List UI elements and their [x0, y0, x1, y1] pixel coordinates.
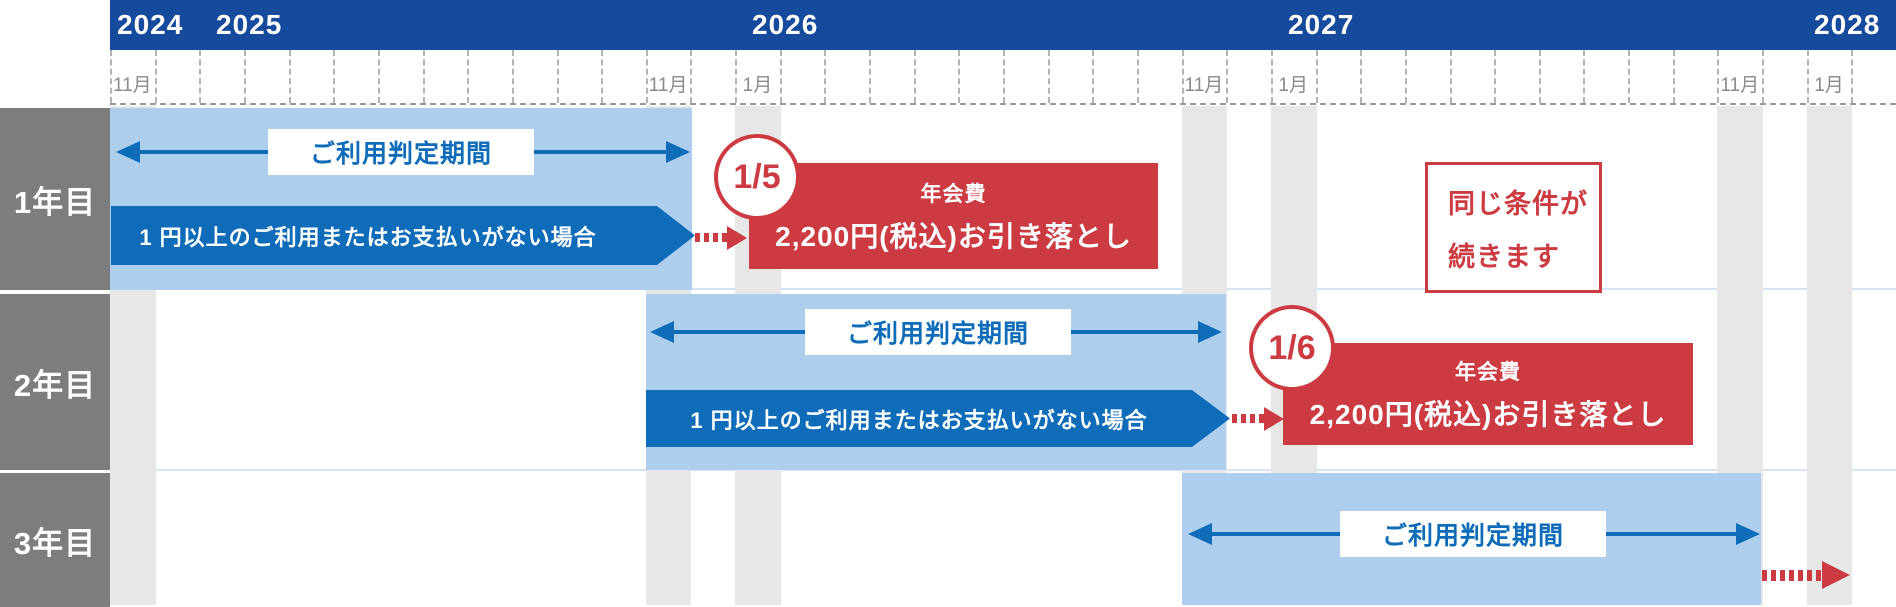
month-tick: [1226, 50, 1229, 103]
month-label: 11月: [648, 75, 688, 96]
month-tick: [1717, 50, 1720, 103]
month-tick: [735, 50, 738, 103]
arrow-head-right-icon: [666, 141, 690, 163]
year-label-2025: 2025: [216, 9, 283, 40]
month-tick: [511, 50, 514, 103]
month-label: 11月: [1720, 75, 1760, 96]
month-tick: [1315, 50, 1318, 103]
judgment-label-year2-text: ご利用判定期間: [846, 320, 1029, 348]
month-tick: [645, 50, 648, 103]
year-label-2024: 2024: [117, 9, 184, 40]
note-box-line1: 同じ条件が: [1448, 188, 1588, 219]
judgment-label-year1: ご利用判定期間: [268, 129, 534, 175]
fee-date-year1-text: 1/5: [733, 157, 781, 196]
condition-banner-year1: 1 円以上のご利用またはお支払いがない場合: [111, 206, 695, 265]
fee-dashed-arrow-year2: [1232, 414, 1265, 423]
judgment-label-year1-text: ご利用判定期間: [309, 140, 492, 168]
month-tick: [1851, 50, 1854, 103]
month-tick: [1360, 50, 1363, 103]
arrow-head-right-icon: [1198, 321, 1222, 343]
month-tick: [1136, 50, 1139, 103]
month-tick: [1806, 50, 1809, 103]
month-tick: [1092, 50, 1095, 103]
month-tick: [1583, 50, 1586, 103]
arrow-head-left-icon: [116, 141, 140, 163]
row-separator-line: [110, 469, 1896, 471]
note-box-line2: 続きます: [1448, 241, 1560, 272]
month-tick: [601, 50, 604, 103]
month-label: 11月: [112, 75, 152, 96]
month-tick: [1762, 50, 1765, 103]
fee-dashed-arrowhead-year2-icon: [1264, 407, 1284, 431]
row-label-year1-text: 1年目: [13, 184, 97, 220]
row-label-year2: 2年目: [0, 294, 110, 470]
judgment-label-year2: ご利用判定期間: [805, 309, 1071, 355]
fee-title-year2: 年会費: [1455, 360, 1521, 384]
fee-amount-year1: 2,200円(税込)お引き落とし: [775, 220, 1132, 252]
month-tick: [199, 50, 202, 103]
month-tick: [1628, 50, 1631, 103]
month-tick: [467, 50, 470, 103]
fee-dashed-arrow-year1: [695, 233, 728, 242]
month-tick: [1404, 50, 1407, 103]
row-separator-line: [110, 288, 1896, 290]
fee-date-badge-year1: 1/5: [714, 134, 800, 220]
row-label-year3: 3年目: [0, 473, 110, 607]
continuation-arrowhead-icon: [1822, 561, 1850, 589]
month-tick: [154, 50, 157, 103]
month-tick: [556, 50, 559, 103]
arrow-head-left-icon: [650, 321, 674, 343]
month-tick: [243, 50, 246, 103]
fee-date-year2-text: 1/6: [1268, 328, 1316, 367]
condition-banner-year2: 1 円以上のご利用またはお支払いがない場合: [646, 390, 1230, 447]
row-label-year2-text: 2年目: [13, 367, 97, 403]
month-tick: [288, 50, 291, 103]
month-tick: [1047, 50, 1050, 103]
year-label-2027: 2027: [1288, 9, 1355, 40]
month-tick: [1181, 50, 1184, 103]
arrow-head-right-icon: [1736, 523, 1760, 545]
month-tick: [333, 50, 336, 103]
row-label-year3-text: 3年目: [13, 525, 97, 561]
arrow-head-left-icon: [1188, 523, 1212, 545]
fee-dashed-arrowhead-year1-icon: [727, 226, 747, 250]
month-tick: [690, 50, 693, 103]
month-label: 1月: [1278, 75, 1308, 96]
fee-date-badge-year2: 1/6: [1249, 305, 1335, 391]
fee-box-year2: 年会費 2,200円(税込)お引き落とし: [1283, 343, 1693, 445]
months-baseline: [110, 103, 1896, 105]
timeline-header: [110, 0, 1896, 50]
month-tick: [869, 50, 872, 103]
month-tick: [1494, 50, 1497, 103]
condition-banner-year1-text: 1 円以上のご利用またはお支払いがない場合: [139, 224, 597, 250]
year-label-2028: 2028: [1814, 9, 1881, 40]
month-tick: [1003, 50, 1005, 103]
month-tick: [110, 50, 112, 103]
fee-title-year1: 年会費: [920, 182, 987, 206]
month-tick: [1270, 50, 1273, 103]
year-label-2026: 2026: [752, 9, 819, 40]
highlight-month-stripe: [1806, 106, 1853, 605]
judgment-label-year3-text: ご利用判定期間: [1381, 522, 1564, 550]
row-label-year1: 1年目: [0, 108, 110, 290]
month-tick: [1672, 50, 1675, 103]
month-tick: [824, 50, 827, 103]
month-label: 1月: [742, 75, 773, 96]
month-tick: [913, 50, 916, 103]
month-tick: [1538, 50, 1541, 103]
note-box: 同じ条件が 続きます: [1425, 162, 1602, 293]
judgment-label-year3: ご利用判定期間: [1340, 511, 1606, 557]
continuation-dashed-arrow: [1762, 570, 1823, 581]
fee-amount-year2: 2,200円(税込)お引き落とし: [1309, 398, 1667, 430]
month-tick: [377, 50, 380, 103]
month-tick: [1449, 50, 1452, 103]
month-tick: [958, 50, 961, 103]
month-tick: [779, 50, 782, 103]
month-label: 11月: [1184, 75, 1224, 96]
month-tick: [422, 50, 425, 103]
month-label: 1月: [1814, 75, 1844, 96]
fee-box-year1: 年会費 2,200円(税込)お引き落とし: [749, 163, 1158, 269]
condition-banner-year2-text: 1 円以上のご利用またはお支払いがない場合: [690, 407, 1148, 433]
